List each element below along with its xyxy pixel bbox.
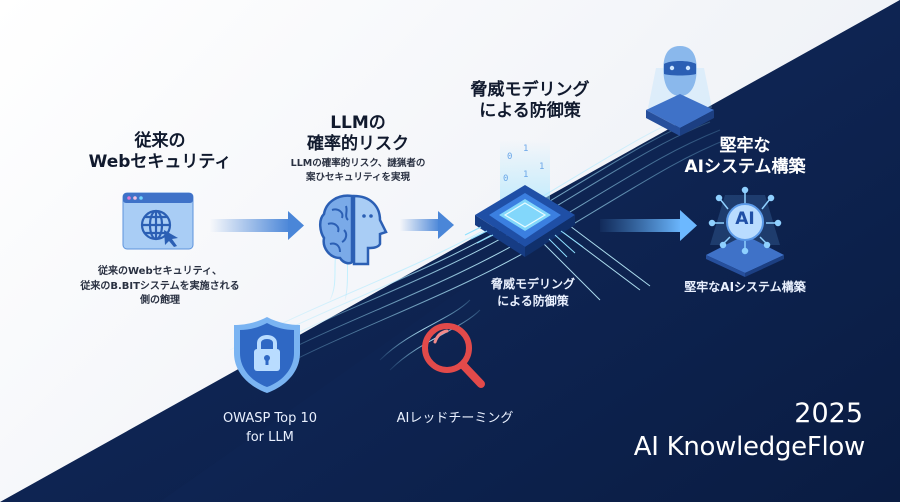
magnifier-icon	[415, 318, 495, 398]
sub-item-red-teaming-label: AIレッドチーミング	[385, 410, 525, 429]
step-title-line: 確率的リスク	[307, 133, 409, 154]
browser-globe-icon	[122, 192, 194, 250]
binary-digit: 1	[523, 144, 528, 154]
step-title-traditional-web: 従来の Webセキュリティ	[70, 131, 250, 172]
ai-core-icon: AI	[700, 185, 790, 277]
description-line: による防御策	[497, 294, 569, 309]
step-title-llm-risk: LLMの 確率的リスク	[268, 113, 448, 154]
step-title-line: Webセキュリティ	[88, 151, 232, 172]
step-description-threat-modeling: 脅威モデリング による防御策	[468, 276, 598, 311]
description-line: 従来のWebセキュリティ、	[97, 266, 222, 277]
step-title-robust-ai: 堅牢な AIシステム構築	[655, 136, 835, 177]
brand-name: AI KnowledgeFlow	[633, 432, 866, 462]
step-title-line: 堅牢な	[719, 136, 771, 156]
step-title-line: 従来の	[134, 131, 186, 151]
sub-item-label-line: OWASP Top 10	[222, 411, 318, 426]
description-line: 堅牢なAIシステム構築	[684, 280, 806, 294]
step-title-threat-modeling: 脅威モデリング による防御策	[430, 80, 630, 121]
step-description-llm-risk: LLMの確率的リスク、謎猟者の 案ひセキュリティを実現	[268, 157, 448, 185]
step-description-robust-ai: 堅牢なAIシステム構築	[660, 279, 830, 296]
sub-item-owasp-label: OWASP Top 10 for LLM	[205, 410, 335, 448]
description-line: 案ひセキュリティを実現	[306, 171, 410, 183]
description-line: 従来のB.BITシステムを実施される	[80, 280, 240, 292]
description-line: 脅威モデリング	[490, 277, 575, 291]
step-title-line: による防御策	[479, 100, 581, 121]
description-line: 側の飽理	[140, 295, 180, 306]
sub-item-label-line: for LLM	[246, 429, 294, 445]
step-title-line: LLMの	[330, 113, 386, 133]
robot-head-icon	[640, 38, 720, 138]
brand-year: 2025	[794, 398, 863, 429]
binary-digit: 1	[539, 162, 544, 172]
description-line: LLMの確率的リスク、謎猟者の	[290, 158, 426, 169]
step-title-line: AIシステム構築	[684, 156, 806, 177]
ai-core-label: AI	[735, 209, 755, 229]
binary-digit: 0	[503, 174, 508, 184]
shield-lock-icon	[232, 315, 302, 395]
sub-item-label-line: AIレッドチーミング	[396, 411, 514, 426]
binary-digit: 1	[523, 170, 528, 180]
chip-platform-icon: 0 1 1 0 1	[455, 135, 595, 275]
step-title-line: 脅威モデリング	[470, 80, 590, 100]
binary-digit: 0	[507, 152, 512, 162]
step-description-traditional-web: 従来のWebセキュリティ、 従来のB.BITシステムを実施される 側の飽理	[70, 265, 250, 309]
brain-head-icon	[318, 192, 390, 268]
